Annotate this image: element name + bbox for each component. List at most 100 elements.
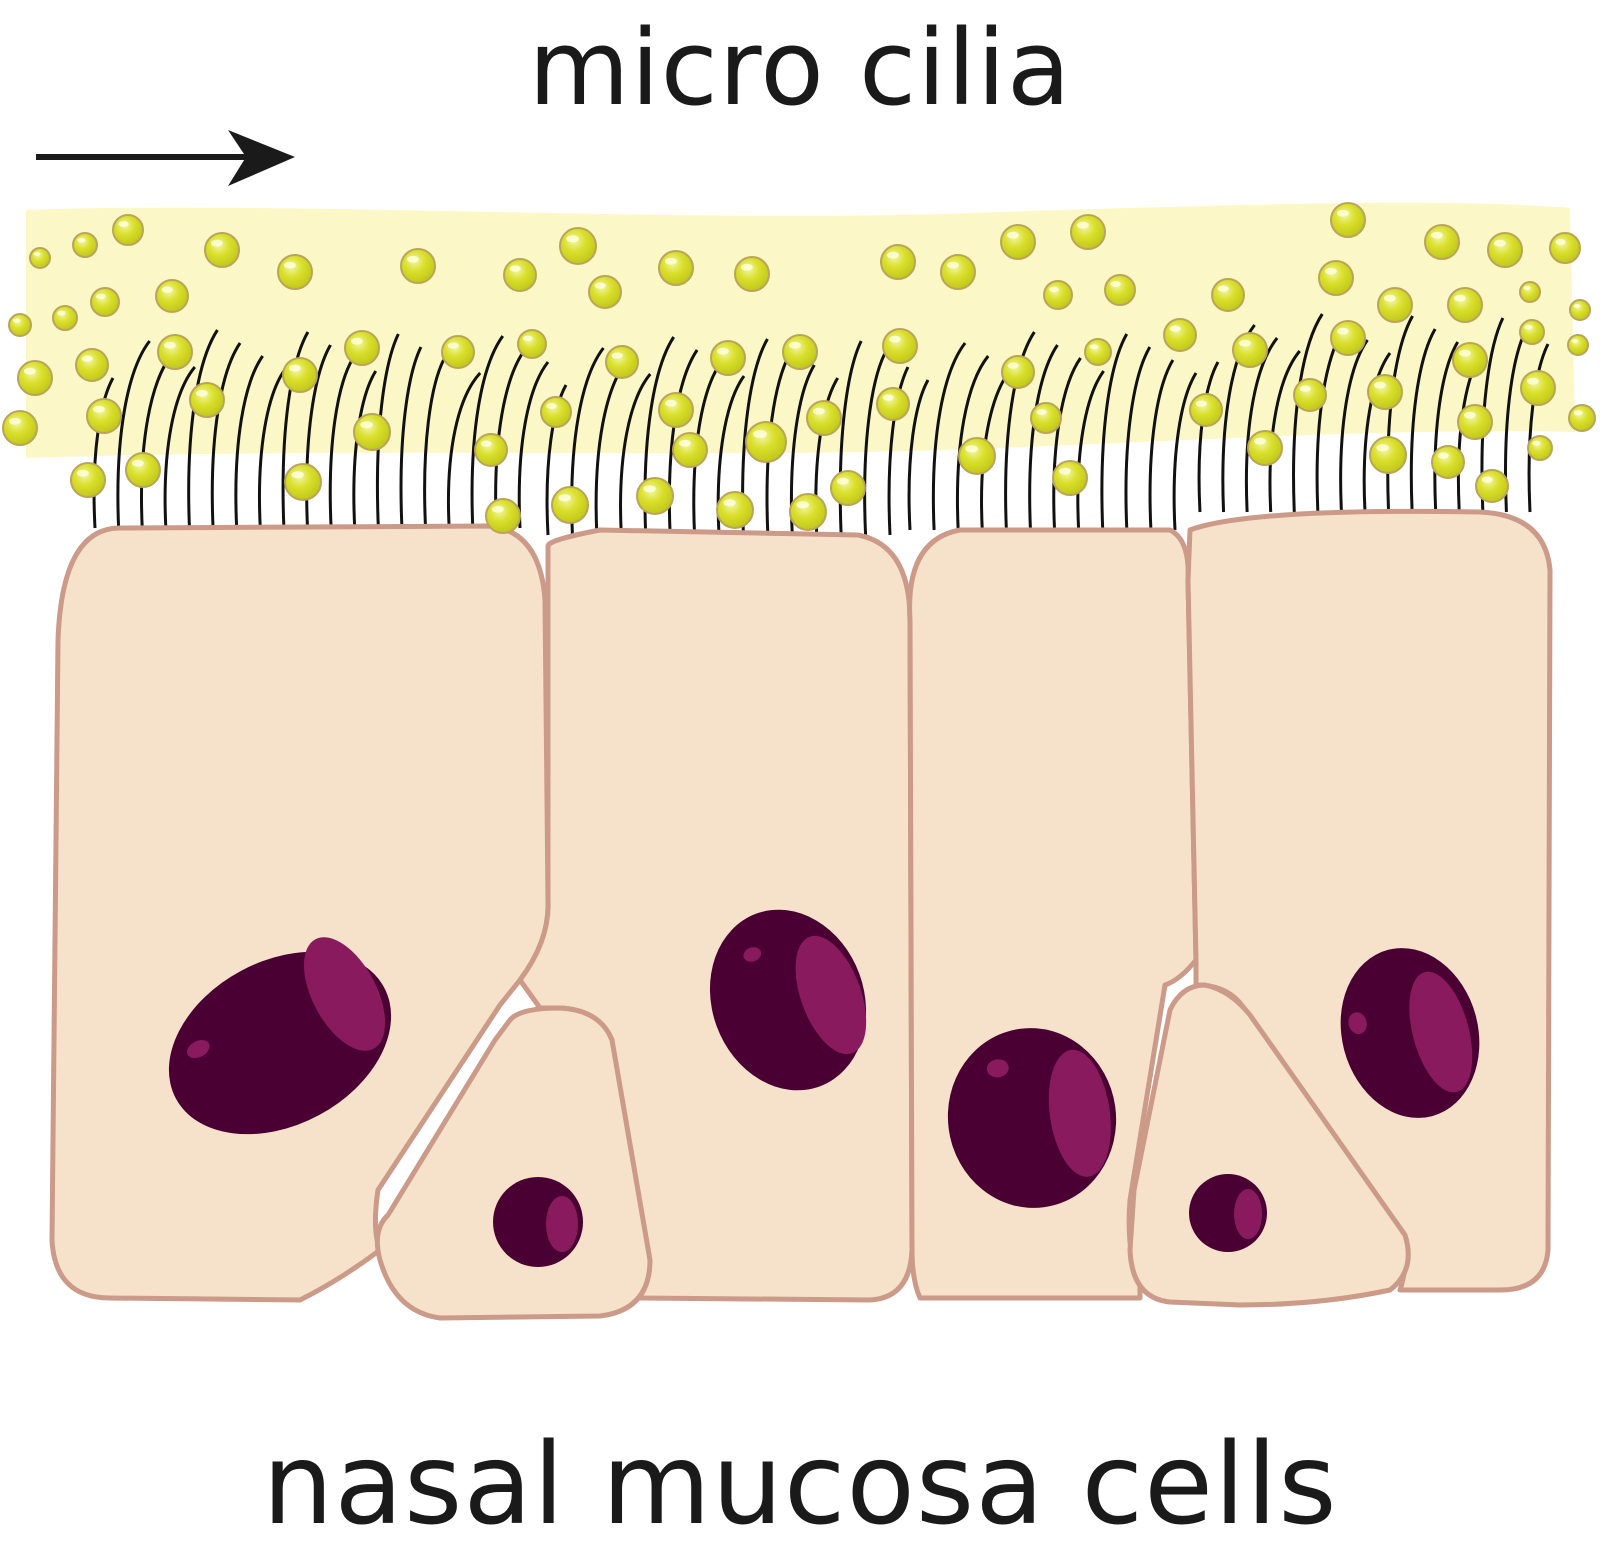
mucus-particle	[1377, 287, 1413, 323]
mucus-particle	[745, 421, 787, 463]
mucus-particle	[1527, 435, 1553, 461]
mucus-particle	[2, 410, 38, 446]
nucleus-2	[709, 909, 867, 1091]
mucus-particle	[189, 382, 225, 418]
mucus-particle	[1232, 332, 1268, 368]
mucus-particle	[540, 396, 572, 428]
mucus-particle	[1293, 378, 1327, 412]
mucus-particle	[70, 462, 106, 498]
mucus-particle	[551, 486, 589, 524]
mucus-particle	[204, 232, 240, 268]
cilium	[281, 331, 310, 529]
cilium	[470, 335, 504, 529]
nucleus-4	[1340, 948, 1480, 1118]
basal-cell-1	[374, 1005, 653, 1321]
cilium	[92, 377, 115, 529]
mucus-particle	[1452, 342, 1488, 378]
cilium	[1076, 370, 1105, 531]
mucus-particle	[1052, 460, 1088, 496]
cilium	[1433, 341, 1459, 513]
nucleus-1	[168, 937, 392, 1135]
mucus-particle	[90, 287, 120, 317]
mucus-particle	[1163, 318, 1197, 352]
mucus-particle	[1568, 404, 1596, 432]
mucus-particle	[1084, 338, 1112, 366]
mucus-particle	[8, 313, 32, 337]
mucus-particle	[716, 491, 754, 529]
nucleus-6	[1189, 1174, 1267, 1252]
mucus-particle	[1189, 393, 1223, 427]
mucus-particle	[605, 345, 639, 379]
cilium	[423, 359, 445, 529]
cilium	[907, 379, 930, 531]
cilium	[517, 361, 550, 529]
mucus-particle	[940, 254, 976, 290]
cilium	[257, 368, 287, 529]
diagram-title-nasal-mucosa-cells: nasal mucosa cells	[262, 1420, 1338, 1550]
nucleus-3	[947, 1028, 1117, 1208]
cilium	[447, 371, 482, 529]
cilium	[692, 362, 722, 536]
mucus-particle	[72, 232, 98, 258]
mucus-particle	[1519, 281, 1541, 303]
mucus-particle	[1247, 430, 1283, 466]
cilium	[163, 366, 196, 529]
mucus-particle	[1330, 202, 1366, 238]
mucus-particle	[789, 493, 827, 531]
cilium	[1527, 343, 1550, 513]
cilium	[399, 346, 423, 529]
mucus-particle	[441, 335, 475, 369]
mucus-particle	[710, 340, 746, 376]
cilium	[328, 357, 355, 529]
mucus-particle	[876, 387, 910, 421]
mucus-particle	[1549, 232, 1581, 264]
mucus-particle	[155, 279, 189, 313]
mucus-particle	[344, 330, 380, 366]
mucus-particle	[559, 227, 597, 265]
mucus-particle	[830, 470, 866, 506]
mucus-particle	[517, 329, 547, 359]
mucus-particle	[277, 254, 313, 290]
cilium	[116, 340, 151, 529]
mucus-particle	[1367, 374, 1403, 410]
mucus-particle	[658, 392, 694, 428]
mucus-particle	[1104, 274, 1136, 306]
cilium	[863, 353, 886, 536]
cilium	[887, 366, 910, 536]
mucus-particle	[734, 256, 770, 292]
mucus-particle	[658, 250, 694, 286]
cell-group	[49, 508, 1553, 1321]
particle-group	[2, 202, 1596, 534]
mucus-particle	[17, 360, 53, 396]
mucus-particle	[806, 400, 842, 436]
cilium	[955, 355, 990, 531]
cilium	[765, 351, 793, 536]
mucus-particle	[1569, 299, 1591, 321]
mucus-particle	[75, 348, 109, 382]
mucus-particle	[1070, 214, 1106, 250]
diagram-title-micro-cilia: micro cilia	[528, 7, 1072, 129]
mucus-particle	[1475, 469, 1509, 503]
mucus-particle	[1000, 224, 1036, 260]
mucus-particle	[1567, 334, 1589, 356]
cilium	[1124, 346, 1152, 531]
cilium	[1004, 331, 1036, 531]
cilium	[1268, 350, 1301, 513]
cilium	[1148, 359, 1175, 531]
mucus-particle	[400, 248, 436, 284]
cilium	[375, 333, 400, 529]
mucus-particle	[86, 398, 122, 434]
cilium	[545, 384, 568, 536]
mucus-particle	[29, 247, 51, 269]
mucus-particle	[672, 432, 708, 468]
mucus-particle	[52, 305, 78, 331]
cilium	[1172, 372, 1198, 531]
mucus-particle	[880, 244, 916, 280]
nucleus-group	[168, 909, 1480, 1267]
cilium	[1100, 333, 1129, 531]
cilium	[1362, 352, 1392, 513]
mucus-particle	[474, 433, 508, 467]
mucus-particle	[882, 328, 918, 364]
mucus-particle	[157, 334, 193, 370]
